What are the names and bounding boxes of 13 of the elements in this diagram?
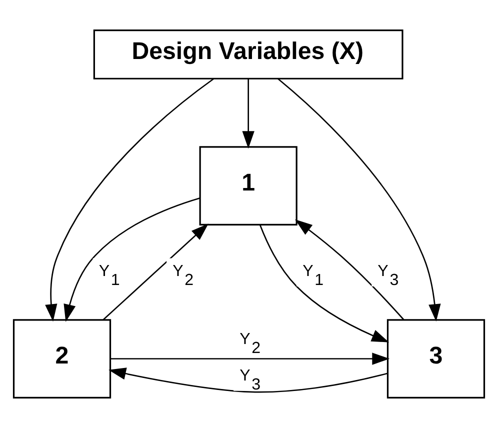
node-box: 1 bbox=[199, 146, 298, 226]
arrow bbox=[110, 352, 390, 364]
arrow bbox=[242, 78, 254, 148]
node-box: Design Variables (X) bbox=[93, 29, 404, 79]
arrow bbox=[102, 223, 208, 320]
arrow bbox=[64, 196, 200, 322]
arrow bbox=[294, 218, 404, 320]
arrow bbox=[108, 367, 388, 392]
arrow bbox=[278, 78, 441, 322]
node-box: 3 bbox=[386, 318, 486, 398]
node-box: 2 bbox=[12, 318, 112, 398]
arrow bbox=[260, 224, 390, 342]
arrow bbox=[45, 78, 214, 322]
